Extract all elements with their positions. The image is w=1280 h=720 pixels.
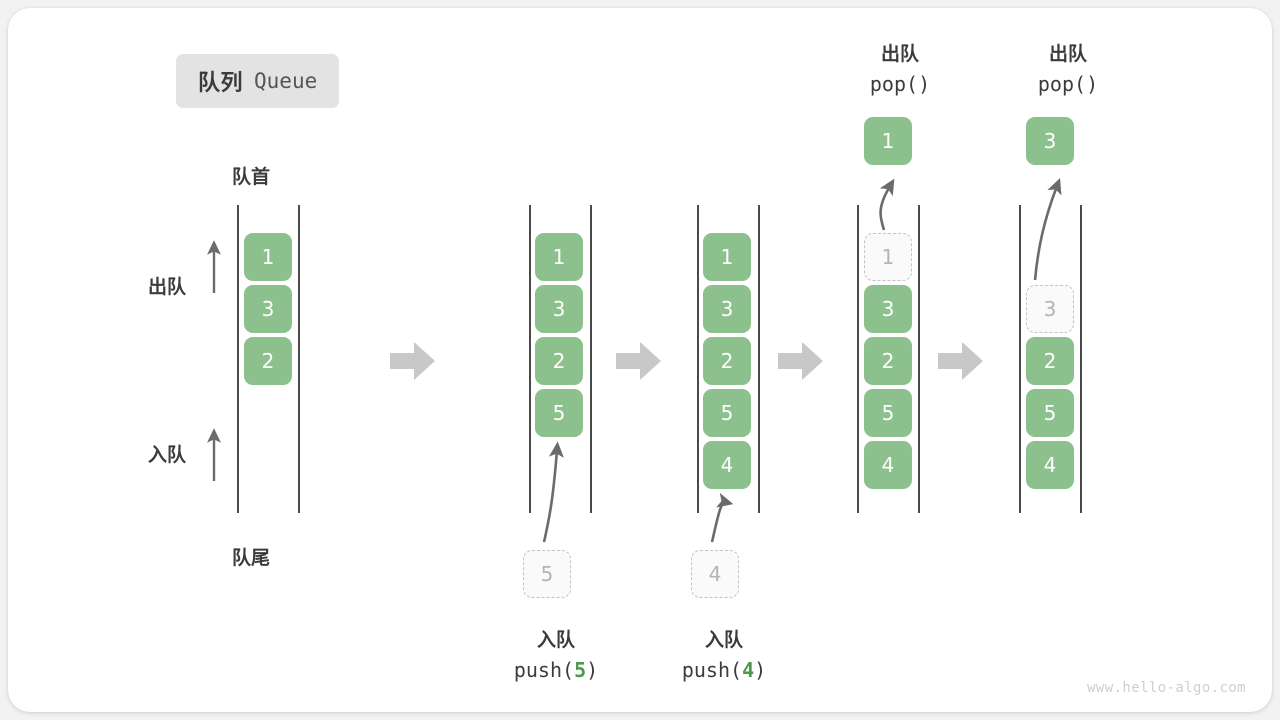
queue-item: 3 [244, 285, 292, 333]
queue-item: 2 [703, 337, 751, 385]
queue-item: 3 [703, 285, 751, 333]
label-dequeue-direction: 出队 [148, 276, 187, 298]
queue-rail-right-2 [590, 205, 592, 513]
label-enqueue-direction: 入队 [148, 444, 187, 466]
queue-item-incoming-ghost: 5 [523, 550, 571, 598]
push-motion-arrow-4-icon [710, 492, 734, 543]
queue-item: 5 [1026, 389, 1074, 437]
queue-rail-right-5 [1080, 205, 1082, 513]
queue-item-incoming-ghost: 4 [691, 550, 739, 598]
queue-item: 5 [703, 389, 751, 437]
diagram-title-cn: 队列 [198, 71, 244, 96]
operation-label-pop-2: 出队 pop() [1037, 43, 1099, 97]
queue-item-leaving-ghost: 1 [864, 233, 912, 281]
queue-item: 4 [864, 441, 912, 489]
label-queue-head: 队首 [232, 166, 271, 188]
queue-item: 4 [1026, 441, 1074, 489]
queue-item: 2 [244, 337, 292, 385]
queue-item: 2 [1026, 337, 1074, 385]
queue-rail-right-3 [758, 205, 760, 513]
queue-item: 2 [864, 337, 912, 385]
diagram-title-chip: 队列 Queue [176, 54, 340, 108]
step-arrow-icon [778, 342, 823, 380]
pop-motion-arrow-3-icon [1033, 177, 1062, 281]
watermark: www.hello-algo.com [1087, 680, 1246, 696]
operation-label-push-4: 入队 push(4) [681, 629, 767, 683]
pop-motion-arrow-1-icon [879, 178, 895, 231]
queue-item-new: 5 [535, 389, 583, 437]
queue-rail-left-2 [529, 205, 531, 513]
step-arrow-icon [938, 342, 983, 380]
step-arrow-icon [616, 342, 661, 380]
queue-item: 5 [864, 389, 912, 437]
queue-item-popped: 1 [864, 117, 912, 165]
diagram-card: 队列 Queue 队首 队尾 出队 入队 出队 pop() 出队 pop() 入… [8, 8, 1272, 712]
queue-item: 1 [535, 233, 583, 281]
operation-label-push-5: 入队 push(5) [513, 629, 599, 683]
queue-item-popped: 3 [1026, 117, 1074, 165]
queue-item: 3 [864, 285, 912, 333]
queue-item: 1 [703, 233, 751, 281]
queue-rail-left-1 [237, 205, 239, 513]
step-arrow-icon [390, 342, 435, 380]
queue-item-leaving-ghost: 3 [1026, 285, 1074, 333]
queue-item-new: 4 [703, 441, 751, 489]
queue-rail-left-3 [697, 205, 699, 513]
push-motion-arrow-5-icon [542, 441, 564, 543]
label-queue-tail: 队尾 [232, 547, 271, 569]
queue-rail-right-1 [298, 205, 300, 513]
queue-rail-left-5 [1019, 205, 1021, 513]
queue-item: 1 [244, 233, 292, 281]
operation-label-pop-1: 出队 pop() [869, 43, 931, 97]
queue-rail-left-4 [857, 205, 859, 513]
queue-item: 3 [535, 285, 583, 333]
queue-item: 2 [535, 337, 583, 385]
queue-rail-right-4 [918, 205, 920, 513]
diagram-title-en: Queue [254, 69, 318, 93]
